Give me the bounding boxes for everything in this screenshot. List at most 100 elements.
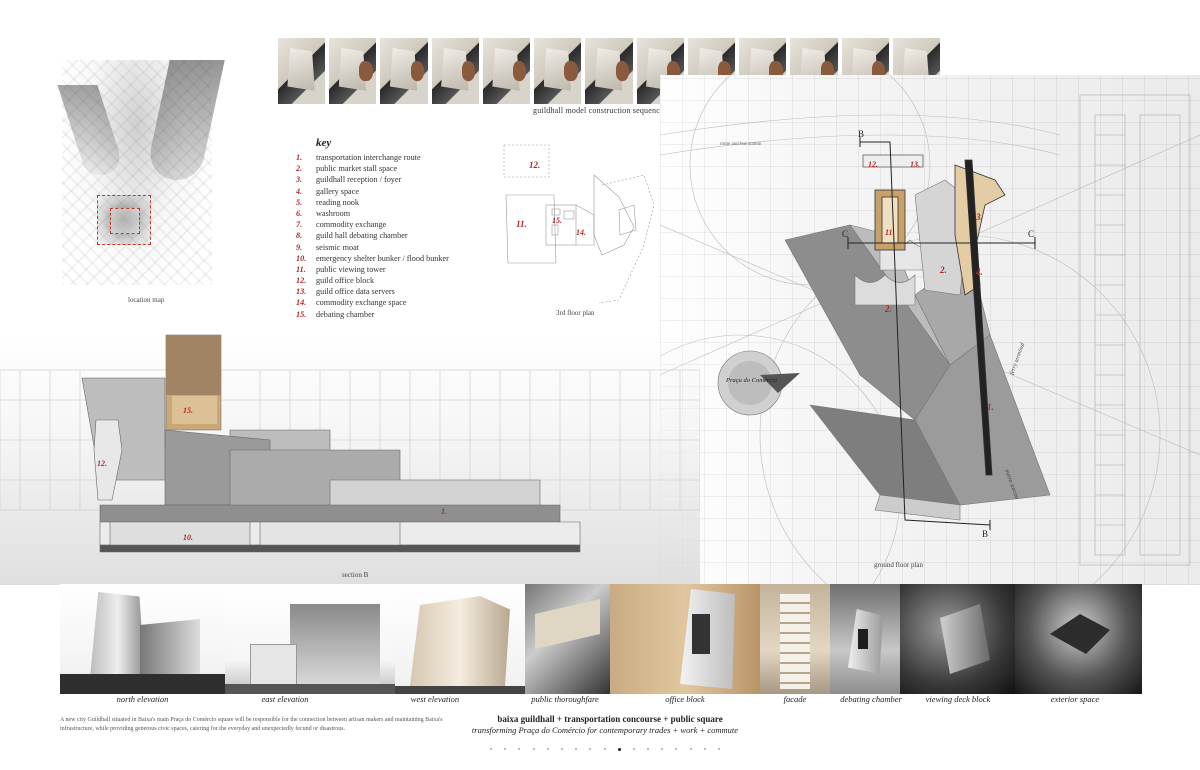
key-item: 9. seismic moat: [296, 242, 449, 253]
key-item: 13.guild office data servers: [296, 286, 449, 297]
page-dot[interactable]: [589, 748, 592, 750]
key-item-number: 3.: [296, 175, 303, 185]
third-floor-plan: 12. 11. 15. 14.: [494, 135, 674, 310]
rail-label: rome and bus station: [720, 142, 762, 147]
sequence-frame: [329, 38, 377, 104]
sequence-frame: [534, 38, 582, 104]
plan3-label: 15.: [552, 216, 562, 225]
key-item-number: 13.: [296, 287, 307, 297]
photo-viewing-deck-block: [900, 584, 1015, 694]
section-marker-b: B: [982, 529, 988, 539]
ground-floor-plan-caption: ground floor plan: [874, 561, 923, 569]
page-dot[interactable]: [689, 748, 692, 750]
ground-floor-plan: B B C C 12. 13. 3. 11. 2. 4. 2. 1. Praça…: [579, 44, 1200, 656]
key-item-number: 4.: [296, 186, 303, 196]
key-item-number: 15.: [296, 309, 307, 319]
photo-label: public thoroughfare: [531, 694, 599, 704]
key-item-number: 10.: [296, 253, 307, 263]
ground-plan-label: 2.: [884, 304, 892, 314]
key-item-number: 7.: [296, 220, 303, 230]
key-item-label: debating chamber: [316, 309, 375, 319]
key-item-label: guildhall reception / foyer: [316, 175, 402, 185]
key-item: 5.reading nook: [296, 197, 449, 208]
third-floor-plan-caption: 3rd floor plan: [556, 309, 595, 317]
key-item-number: 6.: [296, 208, 303, 218]
key-item: 8.guild hall debating chamber: [296, 230, 449, 241]
photo-west-elevation: [395, 584, 525, 694]
location-map: [57, 60, 225, 285]
page-dot[interactable]: [718, 748, 720, 750]
page-indicator[interactable]: [490, 748, 720, 751]
project-title: baixa guildhall + transportation concour…: [497, 714, 723, 724]
page-dot[interactable]: [617, 748, 621, 751]
photo-label: office block: [665, 694, 705, 704]
photo-label: exterior space: [1050, 694, 1100, 704]
key-item: 15. debating chamber: [296, 309, 449, 320]
key-item-label: gallery space: [316, 186, 359, 196]
project-subtitle: transforming Praça do Comércio for conte…: [471, 725, 739, 735]
page-dot[interactable]: [675, 748, 678, 750]
sequence-frame: [482, 38, 531, 104]
page-dot[interactable]: [560, 748, 563, 750]
ferry-label: ferry terminal: [1008, 342, 1026, 376]
key-item: 10.emergency shelter bunker / flood bunk…: [296, 253, 449, 264]
ground-plan-label: 12.: [868, 160, 878, 169]
page-dot[interactable]: [504, 748, 507, 750]
photo-exterior-space: [1015, 584, 1142, 694]
plan3-label: 14.: [576, 228, 586, 237]
key-item: 7. commodity exchange: [296, 219, 449, 230]
key-item-number: 9.: [296, 242, 303, 252]
page-dot[interactable]: [661, 748, 664, 750]
section-marker-c: C: [1028, 229, 1034, 239]
ground-plan-label: 2.: [939, 265, 947, 275]
ground-plan-label: 13.: [910, 160, 920, 169]
key-item-number: 1.: [296, 153, 303, 162]
key-item: 1. transportation interchange route: [296, 152, 449, 163]
page-dot[interactable]: [532, 748, 535, 750]
sequence-frame: [278, 38, 326, 104]
section-marker-c: C: [842, 229, 848, 239]
key-item-number: 14.: [296, 298, 307, 308]
page-dot[interactable]: [647, 748, 650, 750]
project-description: A new city Guildhall situated in Baixa's…: [60, 717, 443, 732]
sequence-frame: [585, 38, 633, 104]
ground-plan-label: 1.: [987, 402, 994, 412]
key-item-number: 2.: [296, 164, 303, 174]
page-dot[interactable]: [546, 748, 549, 750]
page-dot[interactable]: [632, 748, 635, 750]
plan3-label: 11.: [516, 219, 527, 229]
key-item: 14.commodity exchange space: [296, 297, 449, 308]
photo-label: west elevation: [410, 694, 460, 704]
photo-north-elevation: [60, 584, 225, 694]
page-dot[interactable]: [518, 748, 521, 750]
key-item: 4. gallery space: [296, 186, 449, 197]
key-title: key: [316, 137, 332, 149]
ground-plan-label: 4.: [975, 267, 983, 277]
page-dot[interactable]: [575, 748, 578, 750]
key-item-label: guild hall debating chamber: [316, 231, 408, 241]
key-item-label: public market stall space: [316, 164, 398, 174]
key-item-label: commodity exchange: [316, 220, 387, 230]
page-dot[interactable]: [603, 748, 606, 750]
key-item-number: 11.: [296, 264, 306, 274]
photo-east-elevation: [225, 584, 395, 694]
sequence-frame: [380, 38, 428, 104]
photo-label: east elevation: [261, 694, 309, 704]
key-item-label: public viewing tower: [316, 264, 386, 274]
ground-plan-label: 11.: [885, 228, 895, 237]
photo-facade: [760, 584, 830, 694]
sequence-caption: guildhall model construction sequence: [533, 106, 664, 115]
key-item: 3. guildhall reception / foyer: [296, 174, 449, 185]
key-item-label: seismic moat: [316, 242, 359, 252]
key-item-number: 12.: [296, 276, 307, 286]
praca-label: Praça do Comércio: [725, 377, 778, 384]
photo-debating-chamber: [830, 584, 900, 694]
section-label: 15.: [183, 406, 193, 415]
photo-public-thoroughfare: [525, 584, 610, 694]
page-dot[interactable]: [703, 748, 706, 750]
key-item: 12.guild office block: [296, 275, 449, 286]
key-item: 11. public viewing tower: [296, 264, 449, 275]
page-dot[interactable]: [490, 748, 492, 750]
site-marker: [97, 195, 151, 245]
key-item-label: transportation interchange route: [316, 153, 421, 162]
